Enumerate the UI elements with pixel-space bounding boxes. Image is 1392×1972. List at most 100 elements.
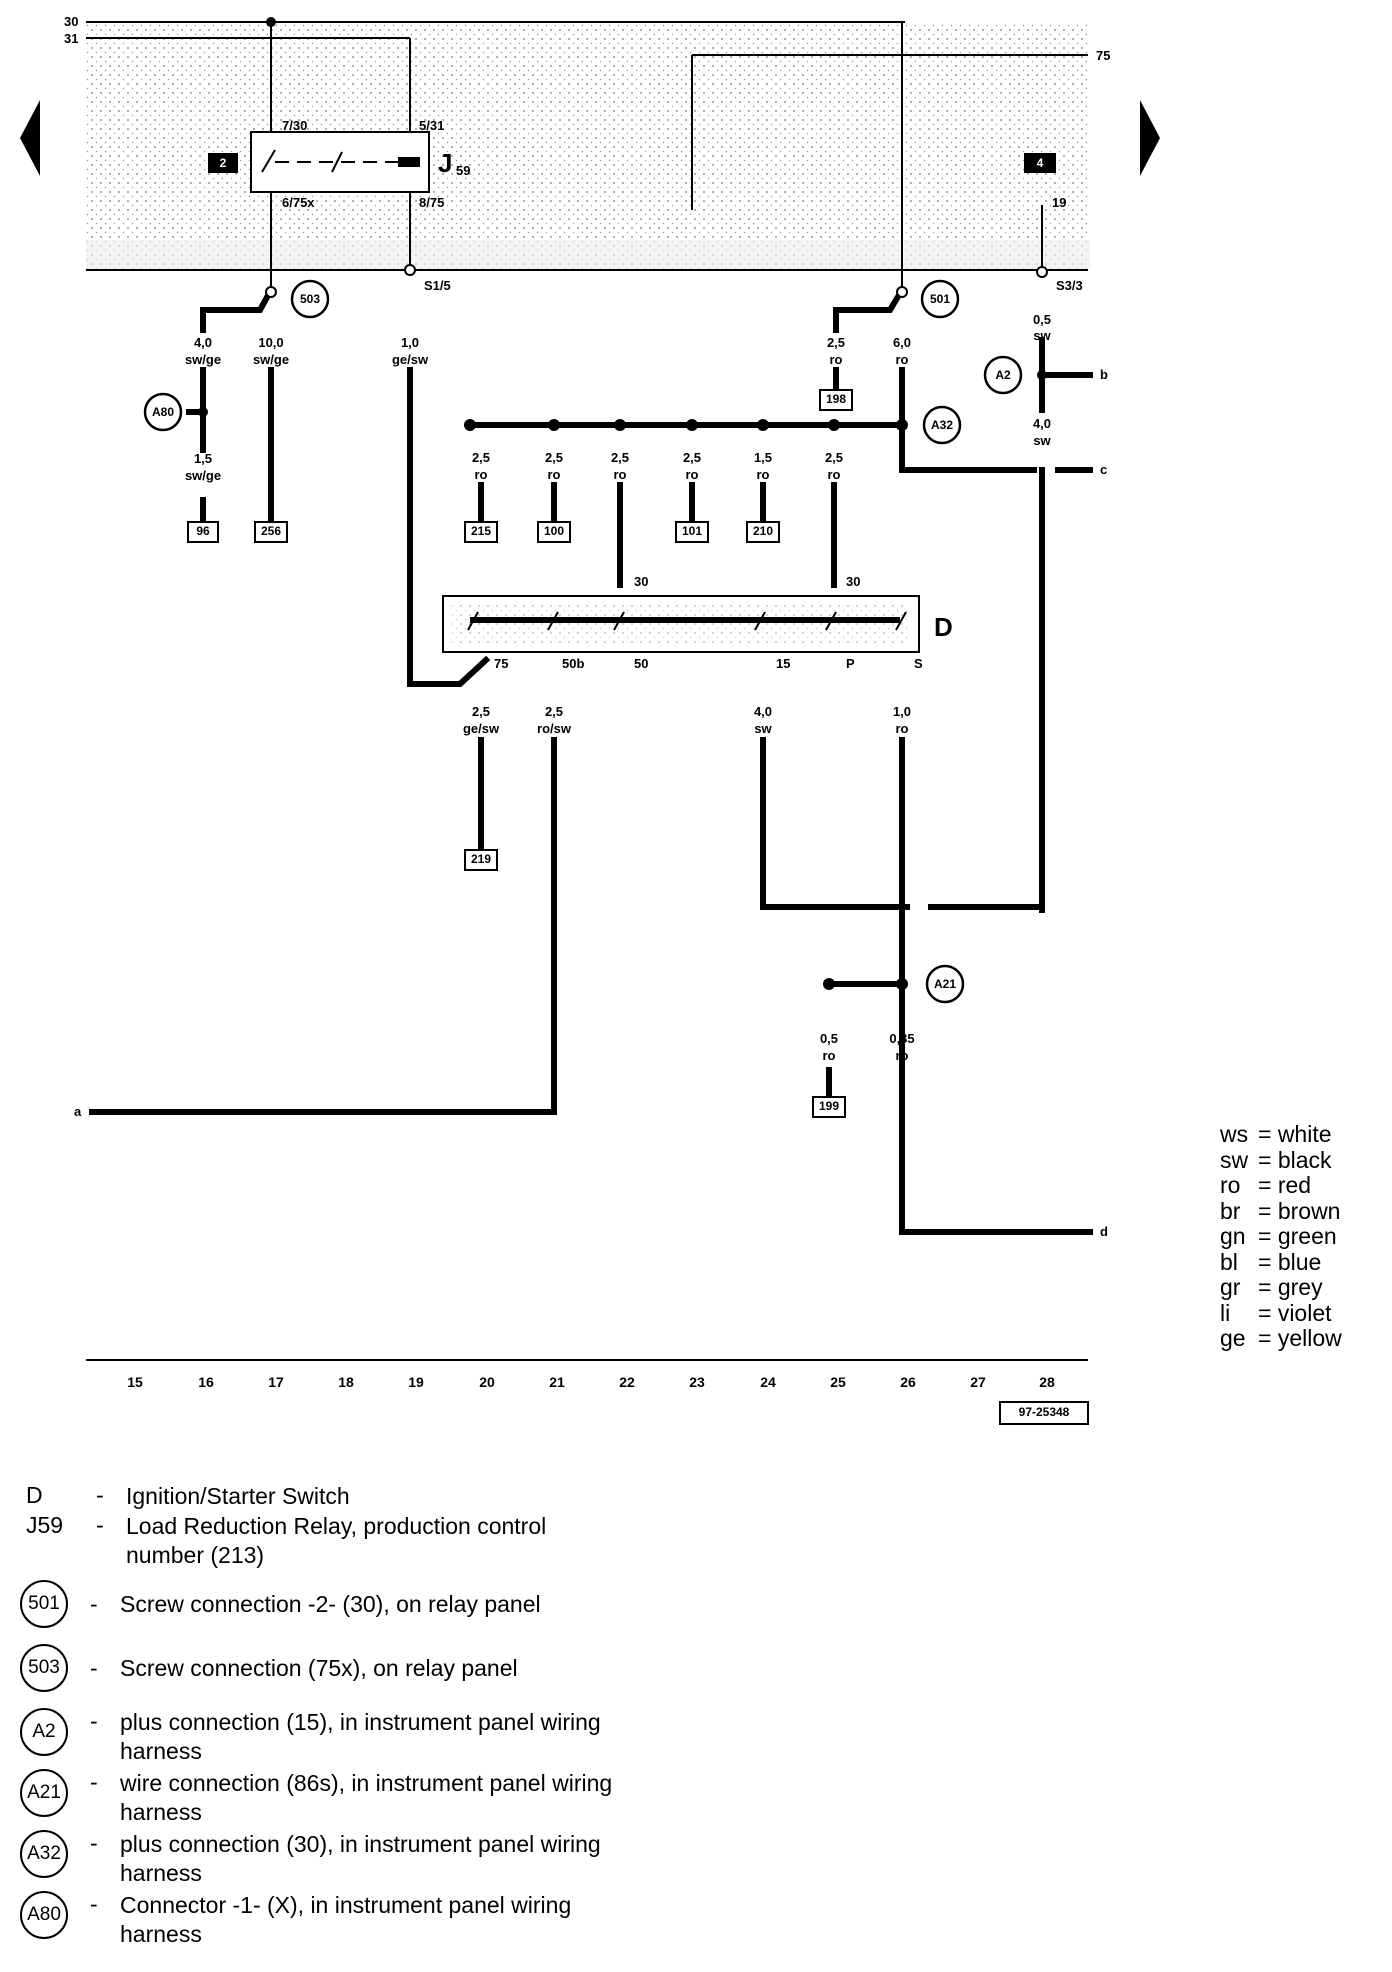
legend-row: br= brown (1220, 1197, 1341, 1224)
svg-text:22: 22 (619, 1374, 635, 1390)
svg-text:0,5: 0,5 (820, 1031, 838, 1046)
svg-text:ro: ro (757, 467, 770, 482)
svg-text:24: 24 (760, 1374, 776, 1390)
svg-text:sw/ge: sw/ge (253, 352, 289, 367)
key-row-j59: J59-Load Reduction Relay, production con… (26, 1512, 547, 1568)
diagram-id-box (999, 1401, 1089, 1425)
svg-text:2,5: 2,5 (472, 704, 490, 719)
svg-text:198: 198 (826, 392, 846, 406)
svg-text:c: c (1100, 462, 1107, 477)
svg-text:25: 25 (830, 1374, 846, 1390)
svg-text:503: 503 (300, 292, 320, 306)
svg-text:ro/sw: ro/sw (537, 721, 572, 736)
legend-row: ws= white (1220, 1121, 1332, 1147)
svg-text:4: 4 (1037, 156, 1044, 170)
key-row-d: D-Ignition/Starter Switch (26, 1482, 350, 1509)
svg-text:2,5: 2,5 (825, 450, 843, 465)
legend-row: gr= grey (1220, 1274, 1323, 1300)
svg-text:21: 21 (549, 1374, 565, 1390)
plug-s1-5-label: S1/5 (424, 278, 451, 293)
svg-text:50: 50 (634, 656, 648, 671)
svg-text:d: d (1100, 1224, 1108, 1239)
svg-text:501: 501 (930, 292, 950, 306)
svg-text:ro: ro (896, 1048, 909, 1063)
svg-text:sw/ge: sw/ge (185, 352, 221, 367)
svg-text:8/75: 8/75 (419, 195, 444, 210)
svg-text:sw: sw (754, 721, 772, 736)
next-page-arrow-icon[interactable] (1140, 100, 1160, 176)
svg-text:215: 215 (471, 524, 491, 538)
reference-boxes: 96 256 198 215 100 101 210 219 199 (187, 389, 853, 1118)
svg-text:0,35: 0,35 (889, 1031, 914, 1046)
terminal-30-label: 30 (64, 14, 78, 29)
svg-text:27: 27 (970, 1374, 986, 1390)
svg-text:30: 30 (634, 574, 648, 589)
svg-text:4,0: 4,0 (1033, 416, 1051, 431)
svg-text:a: a (74, 1104, 82, 1119)
svg-text:2,5: 2,5 (827, 335, 845, 350)
svg-text:210: 210 (753, 524, 773, 538)
svg-text:16: 16 (198, 1374, 214, 1390)
diagram-id: 97-25348 (1019, 1405, 1070, 1419)
svg-text:P: P (846, 656, 855, 671)
svg-text:ro: ro (896, 721, 909, 736)
relay-panel-area (86, 22, 1090, 270)
fuse-box-4 (1024, 153, 1056, 173)
svg-text:5/31: 5/31 (419, 118, 444, 133)
svg-text:sw: sw (1033, 328, 1051, 343)
svg-text:ro: ro (896, 352, 909, 367)
switch-d-label: D (934, 612, 953, 642)
svg-text:S: S (914, 656, 923, 671)
legend-row: ro= red (1220, 1172, 1312, 1198)
key-row-a21: A21-wire connection (86s), in instrument… (20, 1769, 620, 1827)
legend-row: ge= yellow (1220, 1325, 1342, 1351)
svg-text:59: 59 (456, 163, 470, 178)
svg-text:1,5: 1,5 (754, 450, 772, 465)
svg-text:2: 2 (220, 156, 227, 170)
svg-text:1,5: 1,5 (194, 451, 212, 466)
svg-text:ge/sw: ge/sw (392, 352, 429, 367)
svg-text:26: 26 (900, 1374, 916, 1390)
svg-text:0,5: 0,5 (1033, 312, 1051, 327)
svg-text:ro: ro (548, 467, 561, 482)
svg-text:100: 100 (544, 524, 564, 538)
svg-text:ro: ro (830, 352, 843, 367)
svg-text:15: 15 (776, 656, 790, 671)
svg-text:1,0: 1,0 (893, 704, 911, 719)
svg-text:ge/sw: ge/sw (463, 721, 500, 736)
key-row-501: 501-Screw connection -2- (30), on relay … (20, 1580, 680, 1628)
svg-text:30: 30 (846, 574, 860, 589)
color-legend: ws= white sw= black ro= red br= brown gn… (1220, 1121, 1342, 1352)
svg-text:7/30: 7/30 (282, 118, 307, 133)
svg-text:256: 256 (261, 524, 281, 538)
svg-text:2,5: 2,5 (472, 450, 490, 465)
svg-text:75: 75 (494, 656, 508, 671)
svg-text:A80: A80 (152, 405, 174, 419)
svg-text:28: 28 (1039, 1374, 1055, 1390)
key-row-a2: A2-plus connection (15), in instrument p… (20, 1708, 660, 1766)
terminal-31-label: 31 (64, 31, 78, 46)
key-row-a80: A80-Connector -1- (X), in instrument pan… (20, 1891, 640, 1949)
svg-text:ro: ro (614, 467, 627, 482)
key-row-503: 503-Screw connection (75x), on relay pan… (20, 1644, 680, 1692)
svg-text:18: 18 (338, 1374, 354, 1390)
svg-text:101: 101 (682, 524, 702, 538)
connection-circles: 503 501 A80 A2 A32 A21 (143, 279, 1023, 1004)
svg-text:6,0: 6,0 (893, 335, 911, 350)
legend-row: bl= blue (1220, 1248, 1322, 1275)
svg-text:A21: A21 (934, 977, 956, 991)
svg-text:b: b (1100, 367, 1108, 382)
svg-text:2,5: 2,5 (611, 450, 629, 465)
svg-text:2,5: 2,5 (683, 450, 701, 465)
svg-text:A32: A32 (931, 418, 953, 432)
terminal-75-label: 75 (1096, 48, 1110, 63)
prev-page-arrow-icon[interactable] (20, 100, 40, 176)
plug-s3-3-label: S3/3 (1056, 278, 1083, 293)
svg-text:ro: ro (475, 467, 488, 482)
svg-text:20: 20 (479, 1374, 495, 1390)
column-numbers: 15 16 17 18 19 20 21 22 23 24 25 26 27 2… (127, 1374, 1055, 1390)
svg-text:2,5: 2,5 (545, 704, 563, 719)
svg-text:219: 219 (471, 852, 491, 866)
svg-text:1,0: 1,0 (401, 335, 419, 350)
